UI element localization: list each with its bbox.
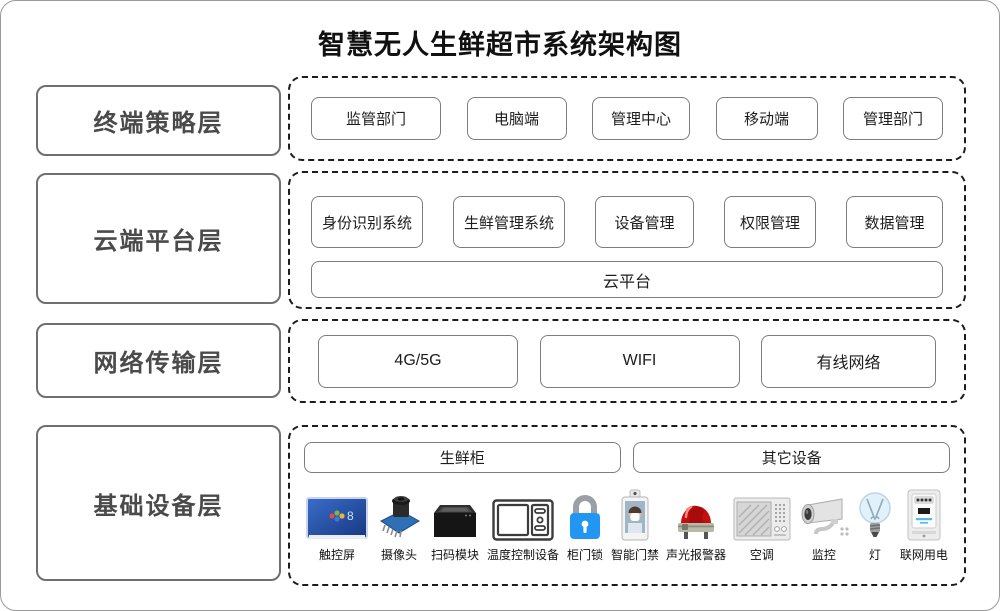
device-item: 联网用电 <box>900 489 948 563</box>
layer-label-network: 网络传输层 <box>36 323 281 398</box>
device-label: 监控 <box>811 548 836 562</box>
node-box: 移动端 <box>715 97 818 140</box>
node-box: 数据管理 <box>846 196 943 248</box>
device-item: 柜门锁 <box>566 489 604 563</box>
node-box: 管理部门 <box>843 97 943 140</box>
device-label: 智能门禁 <box>610 548 659 562</box>
device-item: 温度控制设备 <box>487 489 559 563</box>
node-box: 权限管理 <box>724 196 816 248</box>
device-row: 8 触控屏 <box>304 489 950 563</box>
touchscreen-icon: 8 <box>306 489 368 541</box>
device-item: 空调 <box>733 489 791 563</box>
node-box: 监管部门 <box>311 97 441 140</box>
power-meter-icon <box>906 489 942 541</box>
device-item: 8 触控屏 <box>306 489 368 563</box>
device-label: 灯 <box>868 548 881 562</box>
temperature-controller-icon <box>492 489 554 541</box>
device-label: 扫码模块 <box>430 548 479 562</box>
node-box: 有线网络 <box>761 334 936 388</box>
device-label: 触控屏 <box>318 548 355 562</box>
device-label: 柜门锁 <box>566 548 603 562</box>
group-header-other-devices: 其它设备 <box>633 442 950 473</box>
device-item: 声光报警器 <box>666 489 726 563</box>
cloud-platform-box: 云平台 <box>311 261 943 298</box>
device-item: 灯 <box>857 489 893 563</box>
device-item: 监控 <box>798 489 850 563</box>
node-box: 管理中心 <box>592 97 690 140</box>
node-box: 身份识别系统 <box>311 196 423 248</box>
device-label: 温度控制设备 <box>486 548 559 562</box>
cabinet-lock-icon <box>566 489 604 541</box>
layer-label-terminal: 终端策略层 <box>36 85 281 156</box>
air-conditioner-icon <box>733 489 791 541</box>
device-label: 摄像头 <box>380 548 417 562</box>
layer-label-cloud: 云端平台层 <box>36 173 281 304</box>
node-box: 电脑端 <box>466 97 567 140</box>
group-header-fresh-cabinet: 生鲜柜 <box>304 442 621 473</box>
smart-access-icon <box>620 489 650 541</box>
device-label: 空调 <box>749 548 774 562</box>
device-item: 智能门禁 <box>611 489 659 563</box>
node-box: 生鲜管理系统 <box>453 196 565 248</box>
device-item: 扫码模块 <box>430 489 480 563</box>
node-box: 设备管理 <box>595 196 694 248</box>
camera-module-icon <box>375 489 423 541</box>
page-title: 智慧无人生鲜超市系统架构图 <box>318 30 682 60</box>
device-label: 声光报警器 <box>665 548 726 562</box>
layer-container-device: 生鲜柜 其它设备 8 <box>288 425 966 586</box>
cloud-systems-row: 身份识别系统 生鲜管理系统 设备管理 权限管理 数据管理 <box>311 196 943 248</box>
device-group-headers: 生鲜柜 其它设备 <box>304 442 950 473</box>
layer-container-cloud: 身份识别系统 生鲜管理系统 设备管理 权限管理 数据管理 云平台 <box>288 171 966 309</box>
layer-container-network: 4G/5G WIFI 有线网络 <box>288 319 966 403</box>
layer-container-terminal: 监管部门 电脑端 管理中心 移动端 管理部门 <box>288 76 966 161</box>
node-box: WIFI <box>539 334 740 388</box>
device-item: 摄像头 <box>375 489 423 563</box>
scanner-module-icon <box>430 489 480 541</box>
alarm-beacon-icon <box>673 489 719 541</box>
svg-text:8: 8 <box>347 509 354 523</box>
cctv-camera-icon <box>798 489 850 541</box>
layer-label-device: 基础设备层 <box>36 425 281 581</box>
device-label: 联网用电 <box>899 548 948 562</box>
light-bulb-icon <box>857 489 893 541</box>
node-box: 4G/5G <box>318 334 518 388</box>
